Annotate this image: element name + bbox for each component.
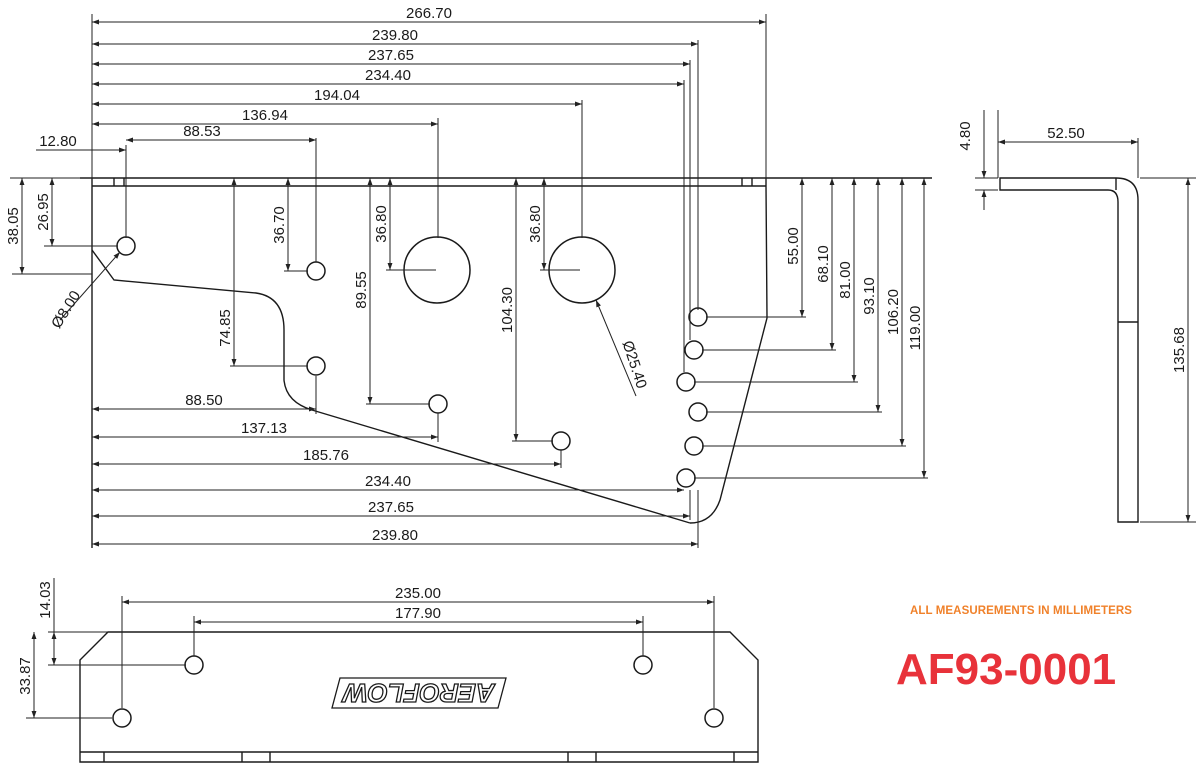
dim-234-40-bottom: 234.40 <box>365 473 411 490</box>
plan-view: 266.70 239.80 237.65 234.40 194.04 136.9… <box>5 5 932 548</box>
dim-36-70: 36.70 <box>271 206 288 244</box>
dim-89-55: 89.55 <box>353 271 370 309</box>
dim-234-40-top: 234.40 <box>365 67 411 84</box>
dim-136-94: 136.94 <box>242 107 288 124</box>
part-number: AF93-0001 <box>896 645 1117 694</box>
dim-135-68: 135.68 <box>1171 327 1188 373</box>
dim-119-00: 119.00 <box>907 306 924 351</box>
side-view: 4.80 52.50 135.68 <box>957 110 1196 523</box>
front-view: AEROFLOW 235.00 177.90 14.03 33.87 <box>17 578 759 763</box>
aeroflow-logo: AEROFLOW <box>331 677 507 709</box>
dim-137-13: 137.13 <box>241 420 287 437</box>
dim-12-80: 12.80 <box>39 133 77 150</box>
dim-185-76: 185.76 <box>303 447 349 464</box>
dim-38-05: 38.05 <box>5 207 22 245</box>
dim-36-80-right: 36.80 <box>527 205 544 243</box>
svg-text:AEROFLOW: AEROFLOW <box>341 678 496 708</box>
dim-26-95: 26.95 <box>35 193 52 231</box>
dim-93-10: 93.10 <box>861 277 878 315</box>
dim-dia-8: Ø8.00 <box>48 288 84 332</box>
dim-52-50: 52.50 <box>1047 125 1085 142</box>
dim-239-80-bottom: 239.80 <box>372 527 418 544</box>
dim-177-90: 177.90 <box>395 605 441 622</box>
dim-239-80-top: 239.80 <box>372 27 418 44</box>
dim-237-65-bottom: 237.65 <box>368 499 414 516</box>
dim-36-80-left: 36.80 <box>373 205 390 243</box>
units-note: ALL MEASUREMENTS IN MILLIMETERS <box>909 605 1133 617</box>
dim-235-00: 235.00 <box>395 585 441 602</box>
dim-88-53: 88.53 <box>183 123 221 140</box>
dim-88-50: 88.50 <box>185 392 223 409</box>
dim-266-70: 266.70 <box>406 5 452 22</box>
dim-68-10: 68.10 <box>815 245 832 283</box>
dim-106-20: 106.20 <box>885 289 902 335</box>
dim-81-00: 81.00 <box>837 261 854 299</box>
dim-55-00: 55.00 <box>785 227 802 265</box>
dim-194-04: 194.04 <box>314 87 360 104</box>
dim-74-85: 74.85 <box>217 309 234 347</box>
dim-4-80: 4.80 <box>957 121 974 150</box>
dim-104-30: 104.30 <box>499 287 516 333</box>
dim-33-87: 33.87 <box>17 657 34 695</box>
dim-14-03: 14.03 <box>37 581 54 619</box>
dim-237-65-top: 237.65 <box>368 47 414 64</box>
